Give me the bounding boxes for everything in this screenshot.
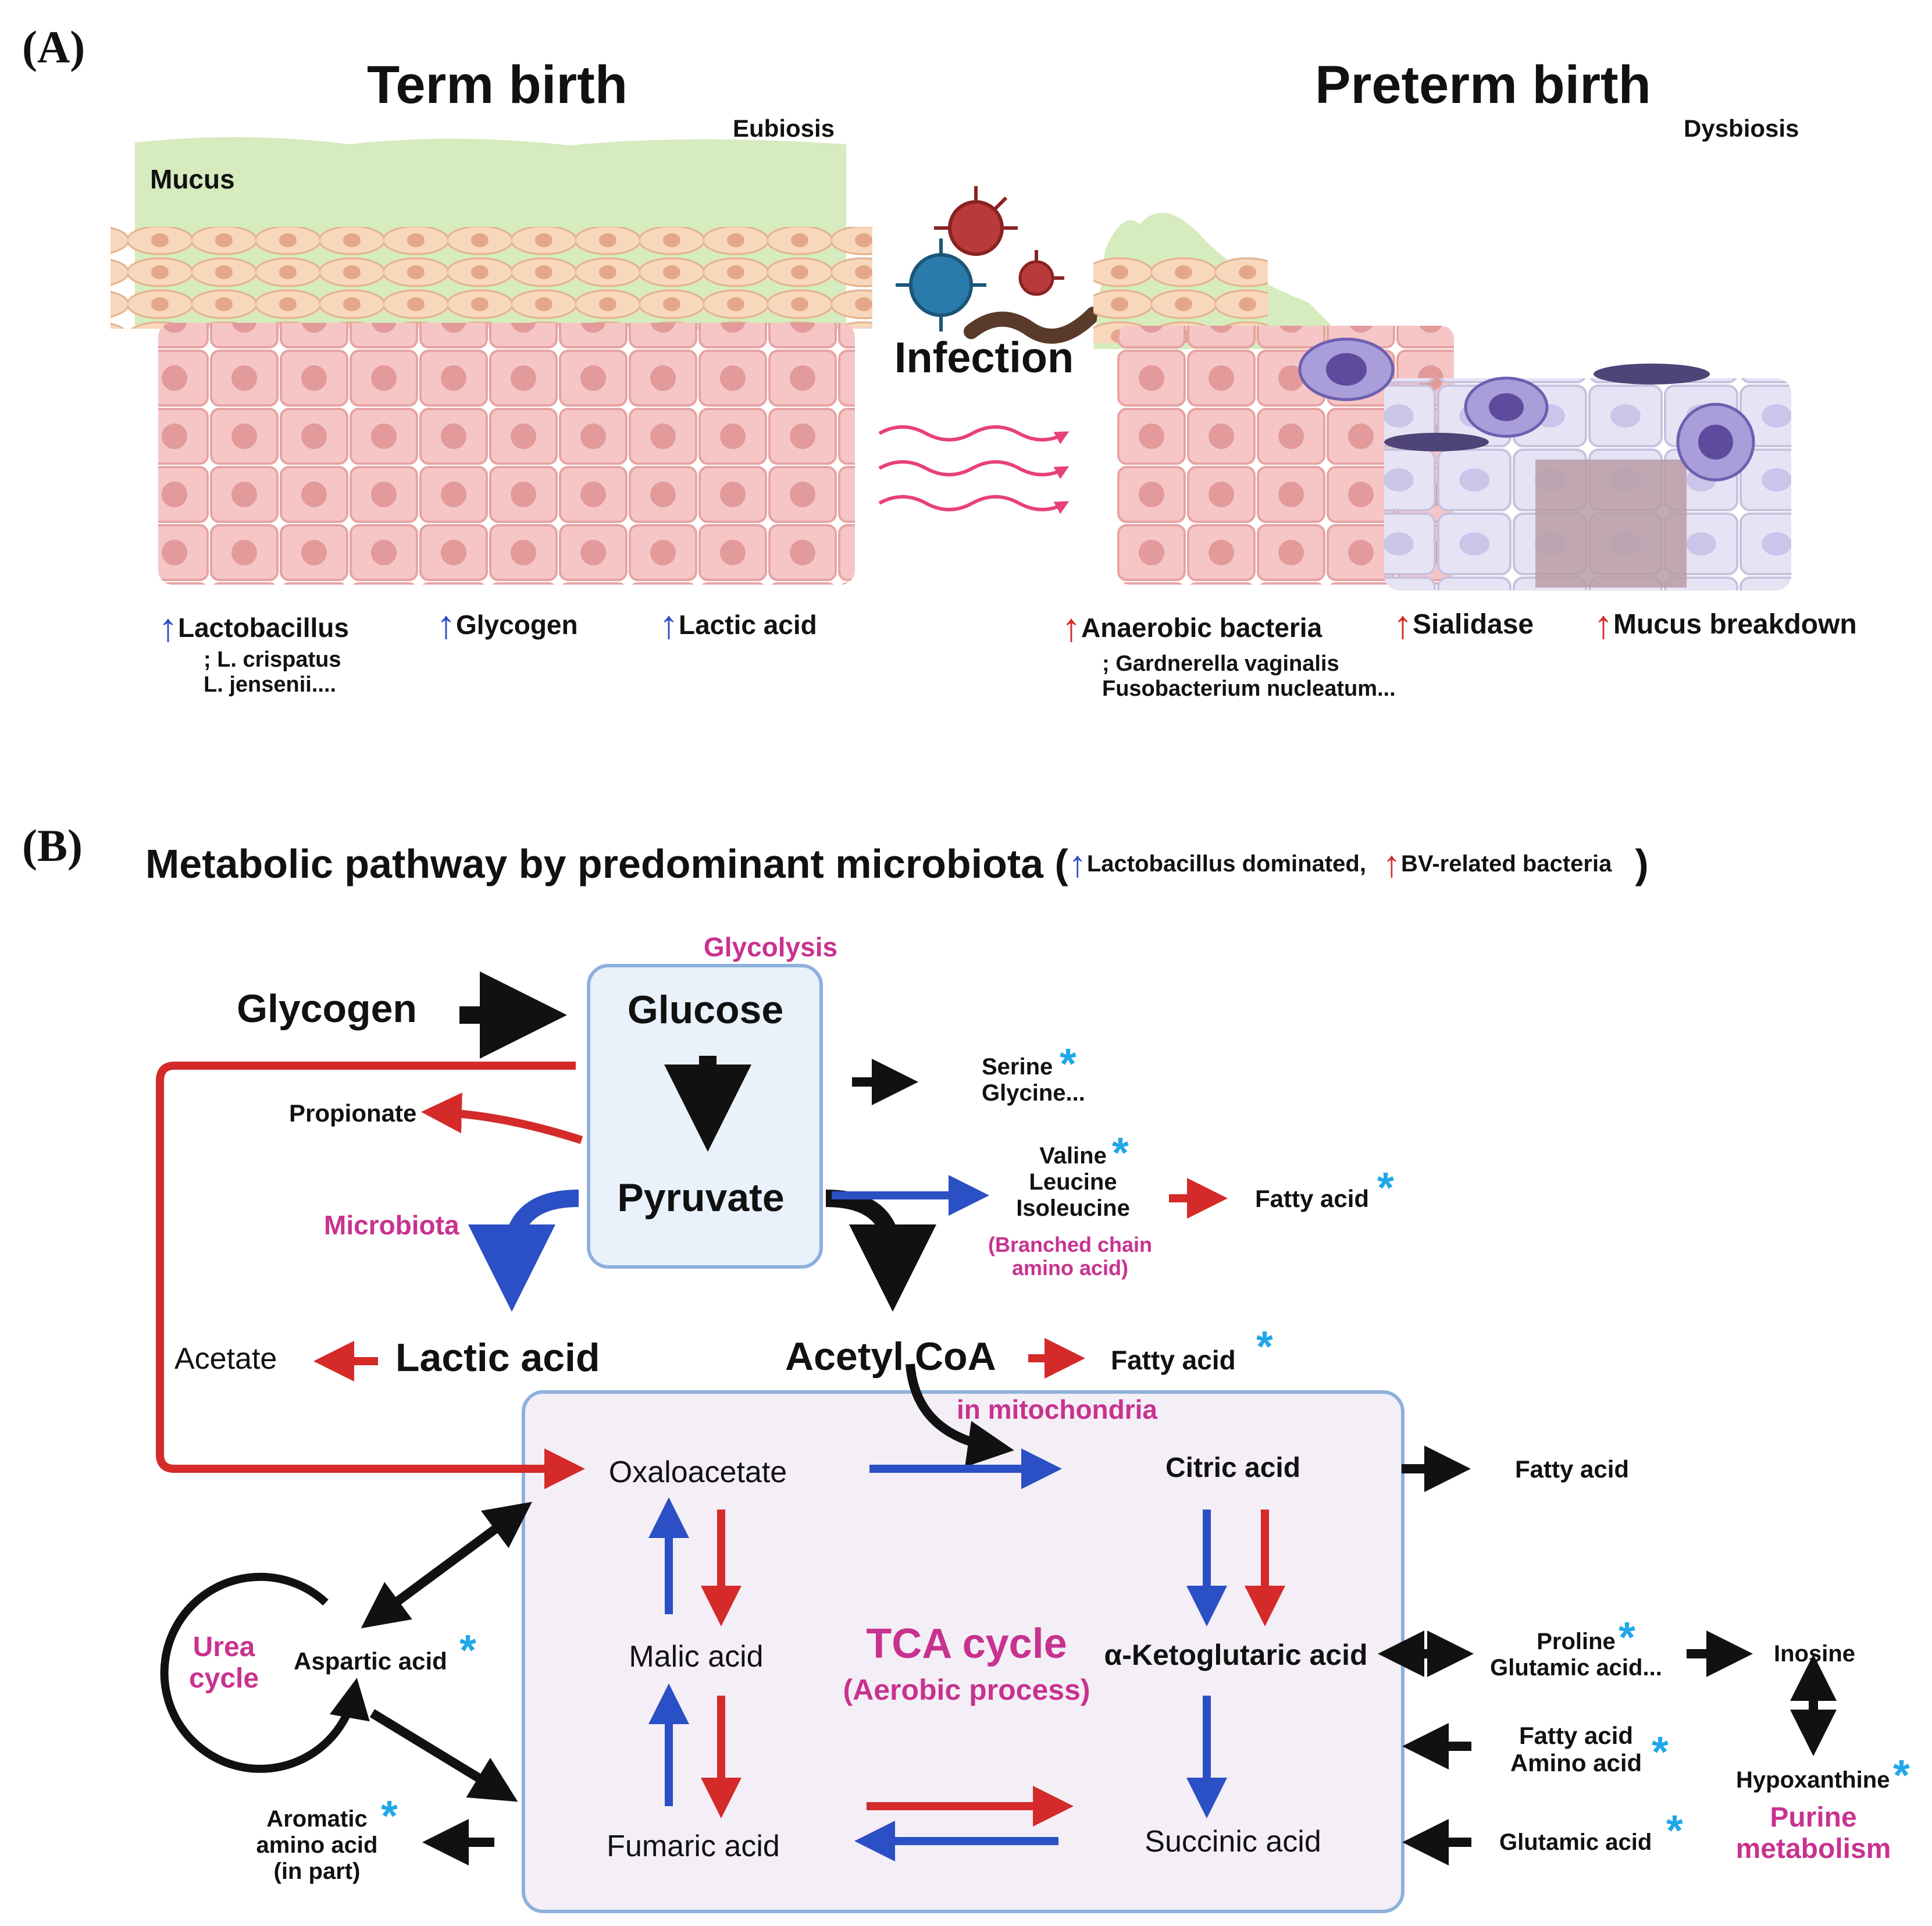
legend-lactobacillus: Lactobacillus dominated, [1086,851,1366,877]
significance-asterisk: * [1112,1128,1129,1177]
microbiota-label: Microbiota [324,1210,459,1240]
in-mitochondria-label: in mitochondria [957,1394,1157,1425]
aspartic-acid-node: Aspartic acid [294,1647,447,1675]
acetate-node: Acetate [174,1342,277,1376]
legend-bv-bacteria: BV-related bacteria [1400,851,1612,877]
panel-a-label: (A) [22,22,85,72]
up-arrow-icon: ↑ [158,606,178,650]
lactic-acid-node: Lactic acid [395,1336,600,1380]
infection-label: Infection [894,333,1074,382]
term-flat-cell-layer [110,227,872,329]
fumaric-acid-node: Fumaric acid [607,1829,780,1863]
up-arrow-icon: ↑ [1382,843,1401,885]
arrow-acetylcoa-citric [906,1363,1014,1467]
panel-b-title-text: Metabolic pathway by predominant microbi… [145,841,1068,887]
preterm-examples: ; Gardnerella vaginalis Fusobacterium nu… [1102,652,1396,701]
pathogen-cluster [896,186,1101,344]
marker-glycogen: ↑Glycogen [436,603,578,647]
fatty-amino-acid-node: Fatty acid Amino acid [1510,1722,1642,1777]
aromatic-aa-node: Aromatic amino acid (in part) [256,1806,378,1884]
hypoxanthine-node: Hypoxanthine [1736,1767,1890,1793]
panel-b-label: (B) [22,820,83,871]
up-arrow-icon: ↑ [1061,606,1081,650]
bcaa-node: Valine Leucine Isoleucine [1016,1143,1130,1221]
glucose-node: Glucose [627,988,784,1032]
marker-lactobacillus: ↑Lactobacillus [158,606,349,650]
panel-b-title: Metabolic pathway by predominant microbi… [145,843,1649,884]
mucus-label: Mucus [150,164,235,194]
arrow-oxaloacetate-aspartic [361,1501,533,1629]
marker-mucus-breakdown: ↑Mucus breakdown [1594,603,1857,647]
arrow-pyruvate-lactic [468,1190,579,1312]
significance-asterisk: * [1652,1728,1669,1776]
pyruvate-node: Pyruvate [617,1176,785,1220]
marker-lactic-acid: ↑Lactic acid [659,603,817,647]
fatty-acid-node-citric: Fatty acid [1515,1455,1630,1483]
significance-asterisk: * [1256,1322,1273,1370]
fatty-acid-node-bcaa: Fatty acid [1255,1185,1370,1212]
immune-cells [1298,337,1755,482]
significance-asterisk: * [381,1792,398,1840]
purine-metabolism-label: Purine metabolism [1735,1802,1891,1864]
term-birth-title: Term birth [366,55,628,115]
arrow-aspartic-fumaric [369,1709,518,1802]
term-tissue [158,323,855,585]
arrow-pyruvate-acetylcoa [825,1190,936,1312]
significance-asterisk: * [1666,1806,1683,1854]
significance-asterisk: * [1619,1613,1635,1661]
significance-asterisk: * [1893,1751,1910,1799]
malic-acid-node: Malic acid [629,1640,764,1674]
urea-cycle-label: Urea cycle [188,1632,259,1694]
akg-node: α-Ketoglutaric acid [1104,1639,1368,1671]
glutamic-acid-node: Glutamic acid [1499,1829,1652,1855]
citric-acid-node: Citric acid [1165,1452,1301,1483]
proline-glutamic-node: Proline Glutamic acid... [1490,1629,1662,1681]
arrow-glucose-propionate [421,1092,583,1144]
propionate-node: Propionate [289,1099,417,1127]
panel-b-title-close: ) [1635,841,1649,887]
infection-waves [878,425,1070,514]
preterm-birth-title: Preterm birth [1315,55,1651,115]
succinic-acid-node: Succinic acid [1145,1825,1321,1859]
glycogen-node: Glycogen [237,987,417,1031]
significance-asterisk: * [1060,1039,1076,1088]
preterm-ruptured-cells [1535,460,1687,588]
aerobic-label: (Aerobic process) [843,1674,1090,1706]
marker-anaerobic-bacteria: ↑Anaerobic bacteria [1061,606,1323,650]
up-arrow-icon: ↑ [1393,603,1413,647]
significance-asterisk: * [459,1626,476,1674]
oxaloacetate-node: Oxaloacetate [608,1455,787,1489]
inosine-node: Inosine [1774,1641,1856,1667]
fatty-acid-node-acetylcoa: Fatty acid [1111,1345,1236,1375]
eubiosis-label: Eubiosis [733,115,835,142]
up-arrow-icon: ↑ [1594,603,1613,647]
significance-asterisk: * [1377,1163,1394,1212]
bcaa-note: (Branched chain amino acid) [988,1233,1153,1280]
serine-glycine-node: Serine Glycine... [982,1054,1085,1106]
glycolysis-label: Glycolysis [703,932,838,962]
arrow-glucose-oxaloacetate [156,1062,585,1489]
tca-cycle-label: TCA cycle [866,1621,1067,1667]
dysbiosis-label: Dysbiosis [1684,115,1799,142]
up-arrow-icon: ↑ [1068,843,1087,885]
acetyl-coa-node: Acetyl CoA [785,1334,996,1379]
marker-sialidase: ↑Sialidase [1393,603,1534,647]
term-examples: ; L. crispatus L. jensenii.... [204,647,341,697]
up-arrow-icon: ↑ [659,603,679,647]
urea-cycle-loop [160,1572,370,1773]
up-arrow-icon: ↑ [436,603,456,647]
